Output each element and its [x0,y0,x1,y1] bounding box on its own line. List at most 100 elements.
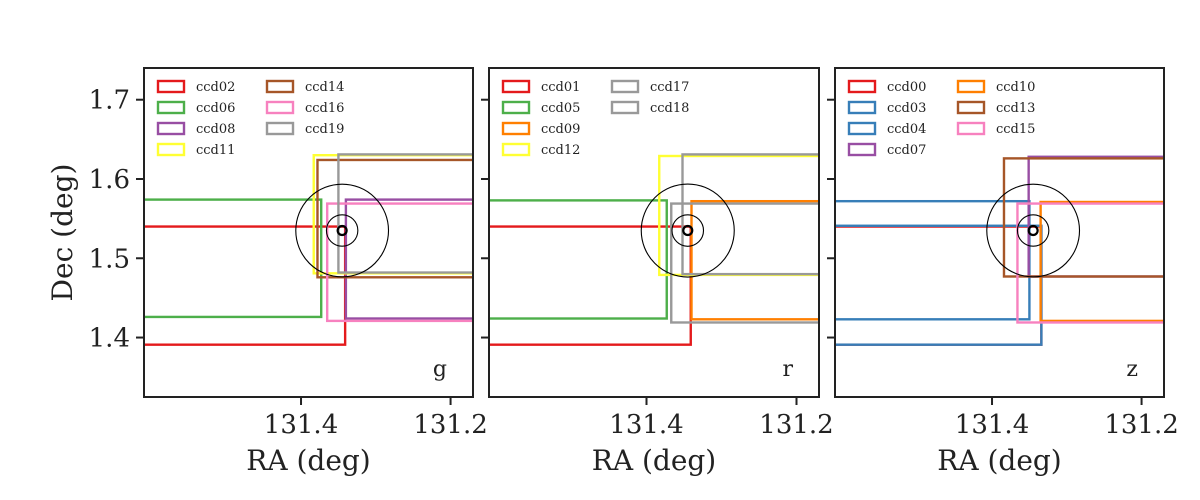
legend-item: ccd05 [501,100,580,116]
aperture-circle [295,183,390,278]
legend-swatch [847,100,877,115]
axes-frame [834,67,1165,398]
legend-swatch [847,142,877,157]
ccd-outline-ccd19 [337,153,473,274]
aperture-circle [325,214,359,247]
y-tick-label: 1.5 [89,244,130,274]
legend-swatch [956,79,986,94]
ccd-outline-ccd10 [1039,200,1164,323]
legend: ccd00 ccd03 ccd04 ccd07 ccd10 ccd13 ccd15 [847,79,1035,158]
legend-swatch [156,79,186,94]
x-tick-label: 131.4 [955,410,1029,440]
legend-item: ccd04 [847,121,926,137]
legend-item: ccd16 [265,100,344,116]
legend-label: ccd19 [305,122,344,137]
ccd-outline-ccd08 [344,198,473,320]
legend-swatch [501,121,531,136]
legend-label: ccd12 [541,143,580,158]
legend-item: ccd14 [265,79,344,95]
legend-item: ccd00 [847,79,926,95]
y-tick-label: 1.7 [89,86,130,116]
ccd-outline-ccd12 [658,154,819,277]
y-tick-label: 1.6 [89,165,130,195]
legend-label: ccd13 [996,101,1035,116]
legend-swatch [956,121,986,136]
ccd-outline-ccd02 [144,225,347,346]
legend-item: ccd19 [265,121,344,137]
legend: ccd02 ccd06 ccd08 ccd11 ccd14 ccd16 ccd19 [156,79,344,158]
plot-area [835,155,1164,346]
band-label: r [782,357,793,382]
legend-label: ccd10 [996,80,1035,95]
axes-frame [488,67,820,398]
ccd-outline-ccd05 [489,199,668,320]
aperture-circle [1027,224,1039,237]
x-tick-label: 131.4 [264,410,338,440]
aperture-circle [336,224,348,237]
legend-swatch [265,100,295,115]
y-tick-label: 1.4 [89,324,130,354]
legend-label: ccd05 [541,101,580,116]
legend-label: ccd15 [996,122,1035,137]
x-tick-label: 131.2 [1104,410,1178,440]
ccd-outline-ccd03 [835,199,1031,321]
legend-label: ccd14 [305,80,344,95]
legend-item: ccd02 [156,79,235,95]
x-tick-label: 131.2 [759,410,833,440]
ccd-outline-ccd18 [670,202,819,324]
ccd-outline-ccd16 [325,202,473,323]
ccd-outline-ccd17 [681,153,819,276]
legend-label: ccd06 [196,101,235,116]
legend-swatch [265,121,295,136]
legend-swatch [847,121,877,136]
legend-swatch [847,79,877,94]
ccd-outline-ccd11 [312,154,473,275]
legend-label: ccd04 [887,122,926,137]
band-label: g [433,357,447,382]
x-axis-label: RA (deg) [937,444,1061,477]
legend-label: ccd00 [887,80,926,95]
legend-label: ccd16 [305,101,344,116]
ccd-outline-ccd01 [489,225,692,346]
axes-frame [143,67,474,398]
aperture-circle [640,183,735,278]
legend-swatch [156,142,186,157]
x-axis-label: RA (deg) [592,444,716,477]
legend-item: ccd01 [501,79,580,95]
band-label: z [1126,357,1138,382]
legend-swatch [956,100,986,115]
plot-area [144,153,473,346]
legend-label: ccd09 [541,122,580,137]
legend-item: ccd08 [156,121,235,137]
legend-label: ccd03 [887,101,926,116]
legend-item: ccd17 [610,79,689,95]
ccd-outline-ccd06 [144,198,323,319]
ccd-outline-ccd13 [1002,157,1164,278]
legend-label: ccd02 [196,80,235,95]
legend-swatch [610,79,640,94]
ccd-outline-ccd07 [1027,155,1164,278]
x-axis-label: RA (deg) [246,444,370,477]
legend-item: ccd06 [156,100,235,116]
legend-label: ccd08 [196,122,235,137]
x-tick-label: 131.2 [413,410,487,440]
aperture-circle [986,183,1081,278]
legend-item: ccd18 [610,100,689,116]
legend-item: ccd12 [501,142,580,158]
ccd-outline-ccd15 [1016,202,1164,324]
legend-item: ccd15 [956,121,1035,137]
ccd-outline-ccd14 [316,158,473,279]
legend-item: ccd13 [956,100,1035,116]
legend-swatch [610,100,640,115]
legend-item: ccd07 [847,142,926,158]
legend-label: ccd17 [650,80,689,95]
legend-item: ccd09 [501,121,580,137]
legend: ccd01 ccd05 ccd09 ccd12 ccd17 ccd18 [501,79,689,158]
legend-swatch [265,79,295,94]
legend-label: ccd11 [196,143,235,158]
legend-label: ccd07 [887,143,926,158]
